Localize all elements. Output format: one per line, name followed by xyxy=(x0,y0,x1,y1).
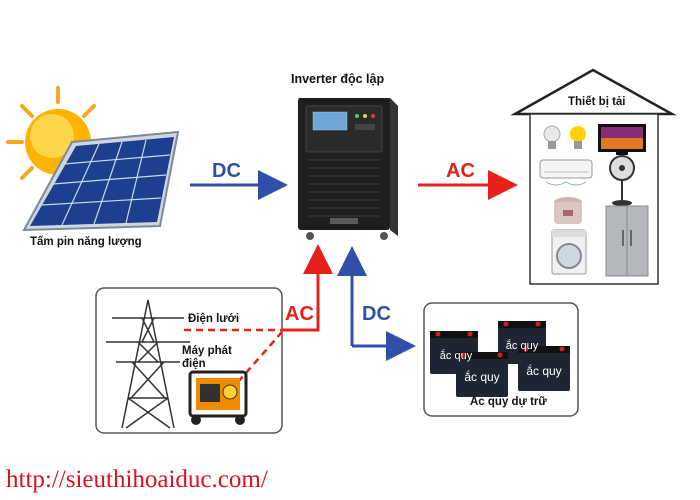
website-link[interactable]: http://sieuthihoaiduc.com/ xyxy=(6,466,268,493)
battery-unit-label: ắc quy xyxy=(526,364,562,378)
house-icon xyxy=(510,68,677,285)
battery-unit-label: ắc quy xyxy=(505,340,539,352)
solar-panel-label: Tấm pin năng lượng xyxy=(30,236,142,248)
power-tower-icon xyxy=(106,299,190,429)
ac-label-load: AC xyxy=(446,160,475,182)
load-label: Thiết bị tải xyxy=(568,96,626,108)
inverter-title: Inverter độc lập xyxy=(291,72,385,86)
generator-label: Máy phát điện xyxy=(182,345,232,370)
ac-arrow-grid-inverter xyxy=(282,244,333,332)
generator-icon xyxy=(188,370,248,425)
dc-label-battery: DC xyxy=(362,303,391,325)
battery-unit-label: ắc quy xyxy=(439,350,473,362)
ac-label-grid: AC xyxy=(285,303,314,325)
battery-unit-label: ắc quy xyxy=(464,370,500,384)
appliances-icon xyxy=(539,124,649,277)
battery-label: Ắc quy dự trữ xyxy=(470,396,547,408)
grid-line-label: Điện lưới xyxy=(188,313,240,325)
solar-panel-icon xyxy=(22,130,180,232)
battery-icon xyxy=(430,321,570,397)
dc-label-solar: DC xyxy=(212,160,241,182)
inverter-icon xyxy=(298,98,398,240)
